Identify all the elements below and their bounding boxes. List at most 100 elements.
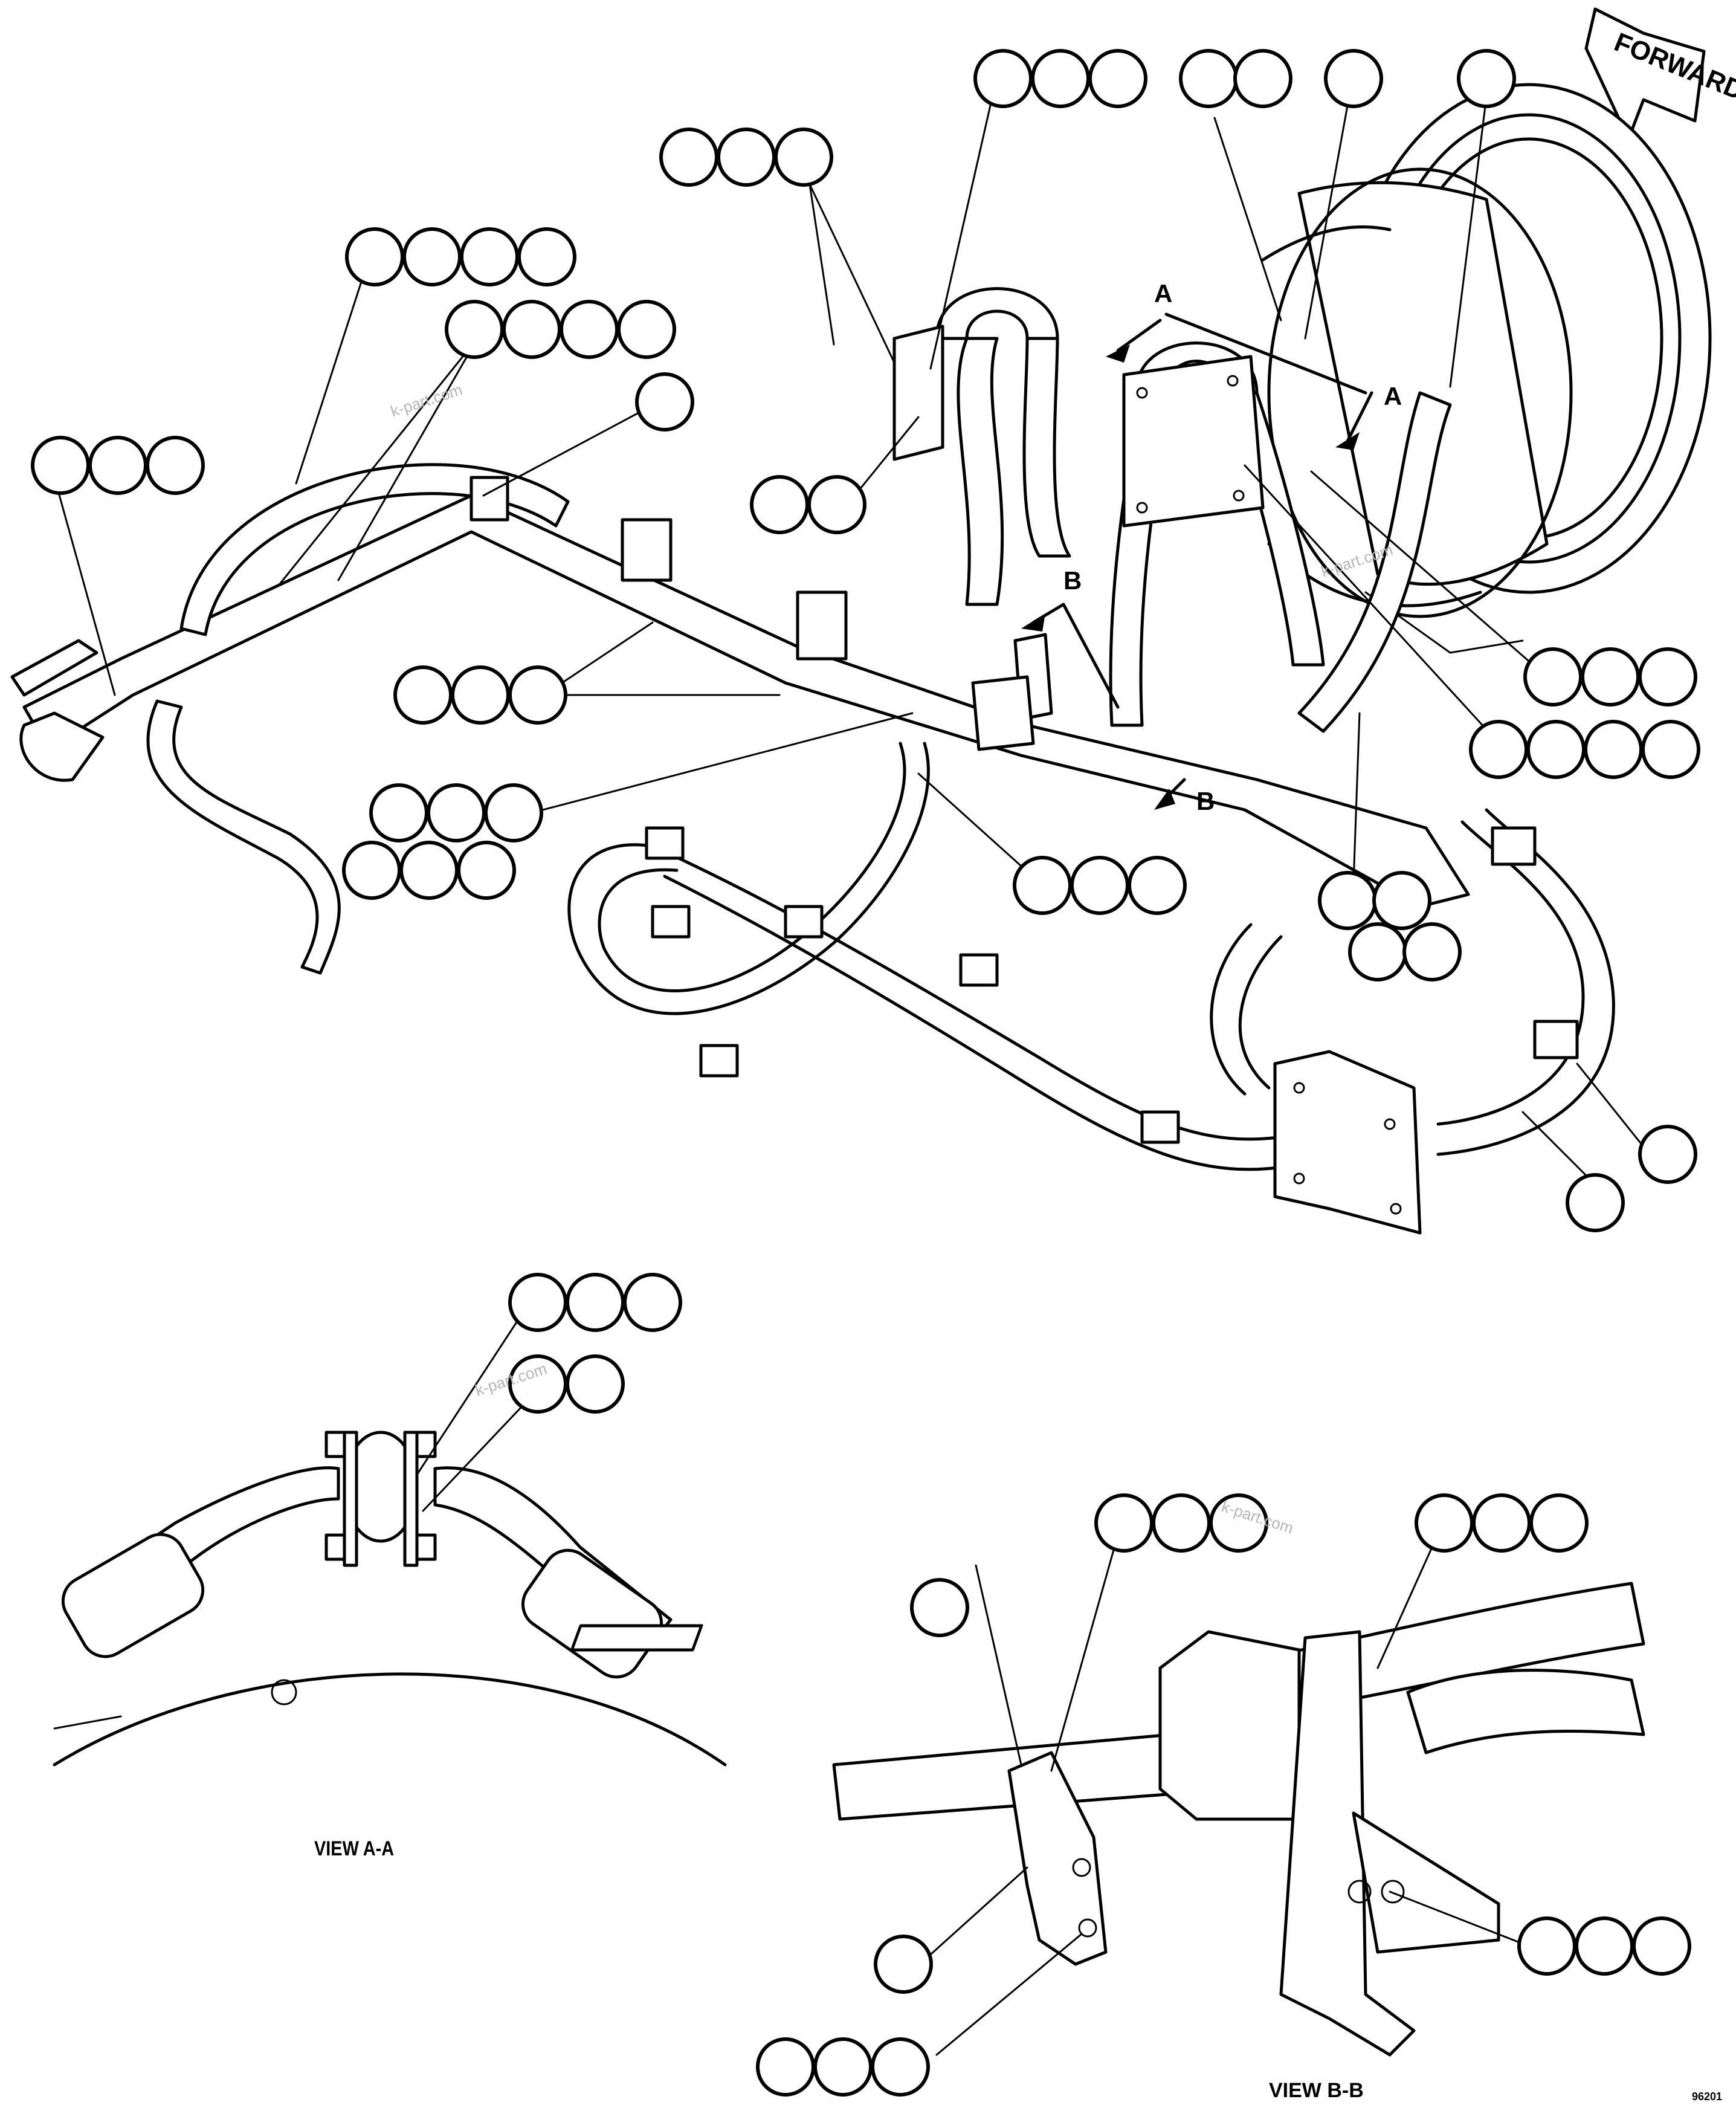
callout-bubble [813, 2037, 873, 2097]
callout-bubble [1638, 1125, 1697, 1184]
callout-single-top-a [1324, 49, 1383, 108]
callout-bubble [445, 300, 504, 359]
callout-bubble [1469, 720, 1528, 779]
callout-group-left-four-a [345, 227, 576, 286]
callout-group-center-three [1013, 856, 1187, 915]
callout-bubble [1457, 49, 1516, 108]
callout-single-view-b-a [910, 1578, 969, 1637]
watermark-1: k-part.com [389, 380, 465, 420]
callout-bubble [1575, 1916, 1634, 1976]
section-marker-b-bottom: B [1196, 787, 1215, 815]
callout-bubble [88, 436, 147, 495]
callout-bubble [1128, 856, 1187, 915]
callout-bubble [973, 49, 1033, 108]
callout-group-upper-left-center [659, 128, 833, 187]
callout-bubble [617, 300, 676, 359]
callout-bubble [1031, 49, 1090, 108]
mount-brackets [10, 325, 1422, 1235]
callout-bubble [910, 1578, 969, 1637]
leader-lines [53, 95, 1651, 1180]
callout-bubble [750, 475, 809, 534]
callout-bubble [635, 372, 694, 432]
callout-group-left-four-b [445, 300, 676, 359]
callout-bubble [1566, 1173, 1625, 1232]
callout-group-top-center [973, 49, 1147, 108]
callout-bubble [623, 1273, 682, 1332]
view-b-b-label: VIEW B-B [1269, 2079, 1364, 2102]
callout-bubble [484, 783, 543, 842]
callout-bubble [1523, 647, 1583, 707]
section-marker-a-right: A [1384, 382, 1402, 410]
callout-bubble [659, 128, 718, 187]
view-a-a-label: VIEW A-A [314, 1837, 394, 1860]
callout-bubble [502, 300, 561, 359]
callout-bubble [874, 1935, 933, 1994]
callout-bubble [1584, 720, 1643, 779]
callout-bubble [508, 1273, 567, 1332]
callout-bubble [560, 300, 619, 359]
callout-group-view-b-three-d [756, 2037, 930, 2097]
callout-bubble [31, 436, 90, 495]
callout-bubble [146, 436, 205, 495]
callout-bubble [1529, 1493, 1589, 1553]
section-marker-b-top: B [1063, 566, 1082, 595]
pipe-clamps [469, 476, 1579, 1144]
callout-group-view-b-three-c [1517, 1916, 1691, 1976]
callout-bubble [457, 841, 516, 900]
callout-bubble [1070, 856, 1129, 915]
callout-group-top-mid-right [1179, 49, 1292, 108]
callout-bubble [1526, 720, 1586, 779]
callout-bubble [1581, 647, 1640, 707]
callout-single-view-b-b [874, 1935, 933, 1994]
callout-bubble [1638, 647, 1697, 707]
callout-single-right-b [1566, 1173, 1625, 1232]
callout-group-lower-three-a [369, 783, 543, 842]
callout-bubble [1152, 1493, 1211, 1553]
callout-bubble [402, 227, 462, 286]
callout-group-view-a-three [508, 1273, 682, 1332]
callout-group-view-b-three-a [1094, 1493, 1268, 1553]
callout-bubble [1209, 1493, 1268, 1553]
section-marker-a-top: A [1154, 279, 1172, 308]
callout-bubbles-main [31, 49, 1700, 1232]
callout-bubble [1233, 49, 1292, 108]
callout-group-right-four [1469, 720, 1700, 779]
callout-bubble [566, 1354, 625, 1414]
callout-bubble [1318, 871, 1377, 930]
callout-single-top-b [1457, 49, 1516, 108]
callout-group-right-three-a [1523, 647, 1697, 707]
callout-bubble [717, 128, 776, 187]
callout-bubble [1415, 1493, 1474, 1553]
callout-group-lower-three-b [342, 841, 516, 900]
callout-bubble [451, 665, 510, 725]
callout-bubble [427, 783, 486, 842]
callout-group-left-three [31, 436, 205, 495]
callout-single-right-a [1638, 1125, 1697, 1184]
callout-single-mid [635, 372, 694, 432]
callout-group-mid-three [393, 665, 567, 725]
drawing-number: 96201 [1692, 2090, 1722, 2103]
callout-group-view-a-pair [508, 1354, 625, 1414]
callout-bubble [756, 2037, 815, 2097]
callout-bubble [1088, 49, 1147, 108]
callout-group-mid-pair [750, 475, 866, 534]
callout-bubble [508, 665, 567, 725]
callout-bubble [393, 665, 453, 725]
callout-bubble [1324, 49, 1383, 108]
callout-bubble [517, 227, 576, 286]
callout-bubble [566, 1273, 625, 1332]
callout-bubble [871, 2037, 930, 2097]
callout-bubble [399, 841, 459, 900]
view-b-b: VIEW B-B [570, 1493, 1691, 2102]
callout-bubble [1348, 922, 1407, 981]
callout-bubble [1179, 49, 1238, 108]
callout-bubble [342, 841, 401, 900]
callout-bubble [1641, 720, 1700, 779]
callout-group-right-pair-a [1318, 871, 1431, 930]
callout-bubble [1472, 1493, 1531, 1553]
callout-bubble [1372, 871, 1431, 930]
callout-bubble [1517, 1916, 1576, 1976]
callout-bubble [1632, 1916, 1691, 1976]
callout-bubble [1402, 922, 1462, 981]
